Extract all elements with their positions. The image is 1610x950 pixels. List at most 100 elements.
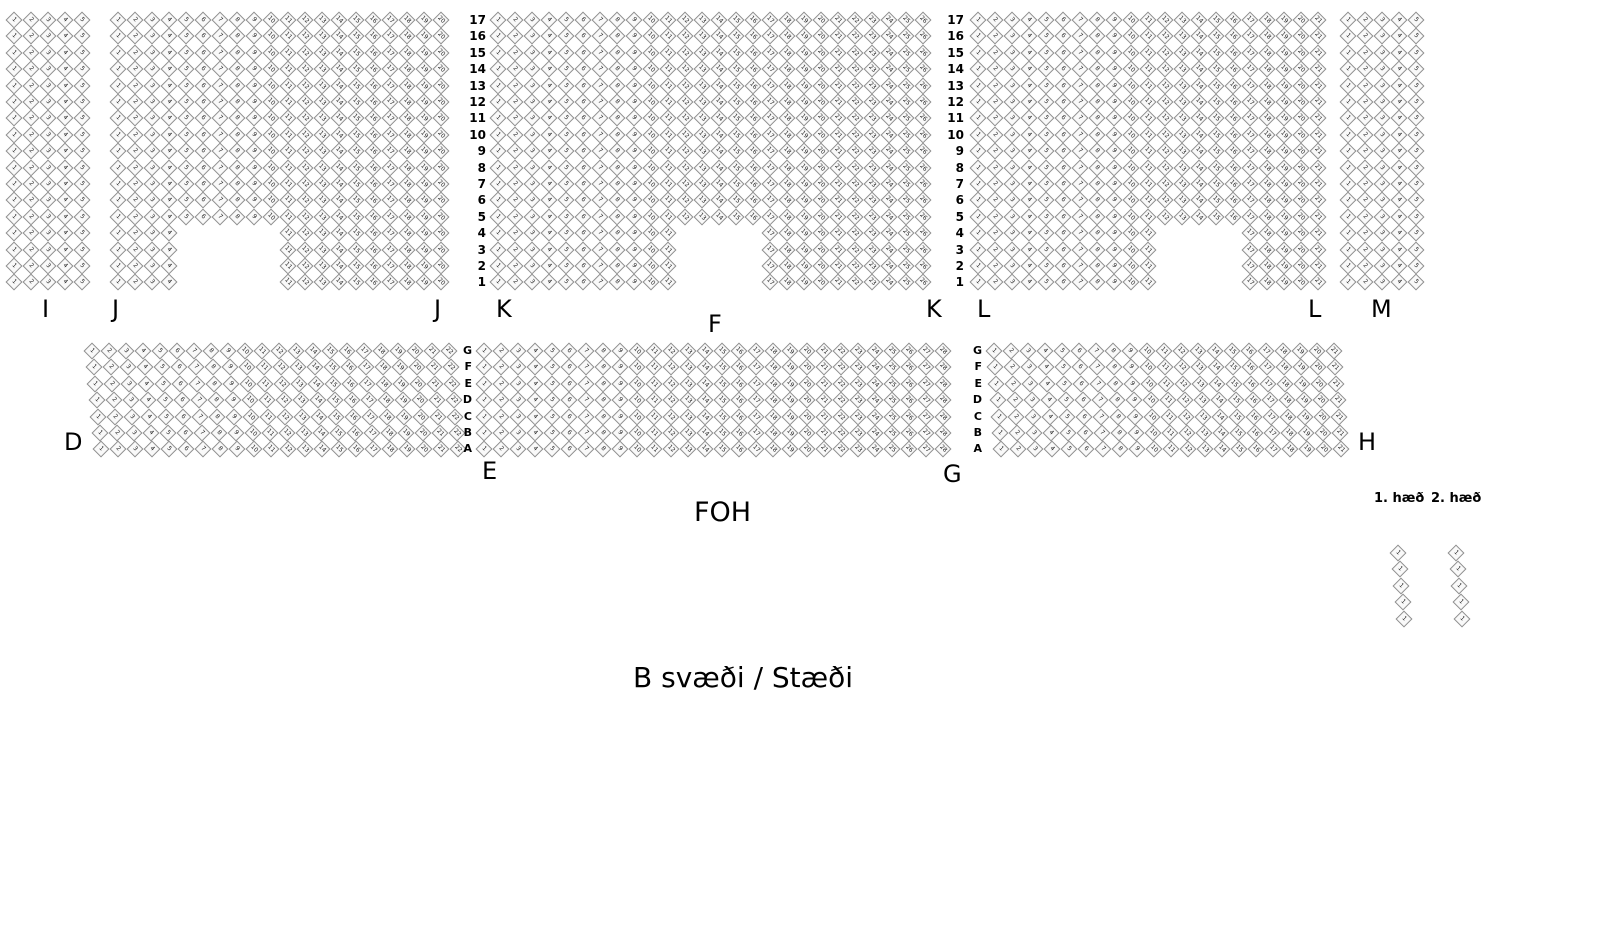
seat[interactable]: 19 bbox=[415, 142, 433, 160]
seat[interactable]: 11 bbox=[1139, 27, 1157, 45]
seat[interactable]: 21 bbox=[829, 93, 847, 111]
seat[interactable]: 17 bbox=[1241, 77, 1259, 95]
seat[interactable]: 16 bbox=[364, 241, 382, 259]
seat[interactable]: 21 bbox=[829, 191, 847, 209]
seat[interactable]: 18 bbox=[764, 358, 782, 376]
seat[interactable]: 1 bbox=[5, 77, 23, 95]
seat[interactable]: 3 bbox=[39, 11, 57, 29]
seat[interactable]: 17 bbox=[761, 109, 779, 127]
seat[interactable]: 8 bbox=[608, 44, 626, 62]
seat[interactable]: 1 bbox=[5, 27, 23, 45]
seat[interactable]: 18 bbox=[764, 375, 782, 393]
seat[interactable]: 5 bbox=[73, 60, 91, 78]
seat[interactable]: 13 bbox=[679, 342, 697, 360]
seat[interactable]: 1 bbox=[109, 257, 127, 275]
seat[interactable]: 23 bbox=[863, 142, 881, 160]
seat[interactable]: 17 bbox=[1241, 191, 1259, 209]
seat[interactable]: 1 bbox=[1339, 159, 1357, 177]
seat[interactable]: 5 bbox=[1407, 93, 1425, 111]
seat[interactable]: 19 bbox=[795, 224, 813, 242]
seat[interactable]: 10 bbox=[642, 109, 660, 127]
seat[interactable]: 21 bbox=[1309, 159, 1327, 177]
seat[interactable]: 21 bbox=[426, 375, 444, 393]
seat[interactable]: 9 bbox=[611, 375, 629, 393]
seat[interactable]: 11 bbox=[659, 142, 677, 160]
seat[interactable]: 13 bbox=[313, 27, 331, 45]
seat[interactable]: 24 bbox=[880, 27, 898, 45]
seat[interactable]: 19 bbox=[1275, 159, 1293, 177]
seat[interactable]: 8 bbox=[1110, 424, 1128, 442]
seat[interactable]: 2 bbox=[22, 142, 40, 160]
seat[interactable]: 24 bbox=[880, 126, 898, 144]
seat[interactable]: 2 bbox=[126, 77, 144, 95]
seat[interactable]: 5 bbox=[557, 241, 575, 259]
seat[interactable]: 5 bbox=[1407, 224, 1425, 242]
seat[interactable]: 11 bbox=[659, 44, 677, 62]
seat[interactable]: 5 bbox=[1407, 77, 1425, 95]
seat[interactable]: 11 bbox=[659, 257, 677, 275]
seat[interactable]: 19 bbox=[415, 77, 433, 95]
seat[interactable]: 4 bbox=[1040, 391, 1058, 409]
seat[interactable]: 21 bbox=[1309, 126, 1327, 144]
seat[interactable]: 21 bbox=[815, 358, 833, 376]
seat[interactable]: 17 bbox=[381, 159, 399, 177]
seat[interactable]: 5 bbox=[1037, 175, 1055, 193]
seat[interactable]: 23 bbox=[863, 11, 881, 29]
seat[interactable]: 10 bbox=[1142, 391, 1160, 409]
seat[interactable]: 3 bbox=[1003, 159, 1021, 177]
seat[interactable]: 16 bbox=[346, 424, 363, 442]
seat[interactable]: 12 bbox=[676, 60, 694, 78]
seat[interactable]: 19 bbox=[415, 27, 433, 45]
seat[interactable]: 10 bbox=[262, 208, 280, 226]
seat[interactable]: 26 bbox=[900, 342, 918, 360]
seat[interactable]: 2 bbox=[105, 391, 122, 409]
seat[interactable]: 4 bbox=[540, 241, 558, 259]
seat[interactable]: 13 bbox=[1173, 27, 1191, 45]
seat[interactable]: 2 bbox=[1356, 257, 1374, 275]
seat[interactable]: 13 bbox=[679, 391, 697, 409]
seat[interactable]: 11 bbox=[279, 208, 297, 226]
seat[interactable]: 11 bbox=[1139, 241, 1157, 259]
seat[interactable]: 22 bbox=[846, 241, 864, 259]
seat[interactable]: 11 bbox=[261, 424, 278, 442]
seat[interactable]: 3 bbox=[1003, 208, 1021, 226]
seat[interactable]: 5 bbox=[1407, 142, 1425, 160]
seat[interactable]: 13 bbox=[693, 93, 711, 111]
seat[interactable]: 9 bbox=[1121, 342, 1139, 360]
seat[interactable]: 6 bbox=[194, 27, 212, 45]
seat[interactable]: 19 bbox=[781, 391, 799, 409]
seat[interactable]: 4 bbox=[526, 391, 544, 409]
seat[interactable]: 4 bbox=[1390, 159, 1408, 177]
seat[interactable]: 11 bbox=[659, 208, 677, 226]
seat[interactable]: 19 bbox=[795, 93, 813, 111]
seat[interactable]: 19 bbox=[795, 257, 813, 275]
seat[interactable]: 4 bbox=[540, 44, 558, 62]
seat[interactable]: 2 bbox=[106, 408, 124, 426]
seat[interactable]: 18 bbox=[398, 191, 416, 209]
seat[interactable]: 11 bbox=[659, 93, 677, 111]
seat[interactable]: 12 bbox=[296, 159, 314, 177]
seat[interactable]: 18 bbox=[1279, 408, 1297, 426]
seat[interactable]: 1 bbox=[109, 27, 127, 45]
seat[interactable]: 15 bbox=[727, 208, 745, 226]
seat[interactable]: 11 bbox=[279, 191, 297, 209]
seat[interactable]: 18 bbox=[778, 142, 796, 160]
seat[interactable]: 10 bbox=[1122, 77, 1140, 95]
seat[interactable]: 15 bbox=[1207, 77, 1225, 95]
seat[interactable]: 10 bbox=[262, 44, 280, 62]
seat[interactable]: 3 bbox=[523, 93, 541, 111]
seat[interactable]: 20 bbox=[1313, 408, 1331, 426]
seat[interactable]: 1 bbox=[969, 126, 987, 144]
seat[interactable]: 18 bbox=[1258, 208, 1276, 226]
seat[interactable]: 7 bbox=[211, 126, 229, 144]
seat[interactable]: 23 bbox=[863, 241, 881, 259]
seat[interactable]: 13 bbox=[1193, 391, 1211, 409]
seat[interactable]: 17 bbox=[761, 241, 779, 259]
seat[interactable]: 19 bbox=[781, 358, 799, 376]
seat[interactable]: 12 bbox=[1176, 391, 1194, 409]
seat[interactable]: 13 bbox=[1195, 424, 1213, 442]
seat[interactable]: 1 bbox=[969, 224, 987, 242]
seat[interactable]: 17 bbox=[361, 408, 379, 426]
seat[interactable]: 20 bbox=[812, 11, 830, 29]
seat[interactable]: 4 bbox=[1390, 27, 1408, 45]
